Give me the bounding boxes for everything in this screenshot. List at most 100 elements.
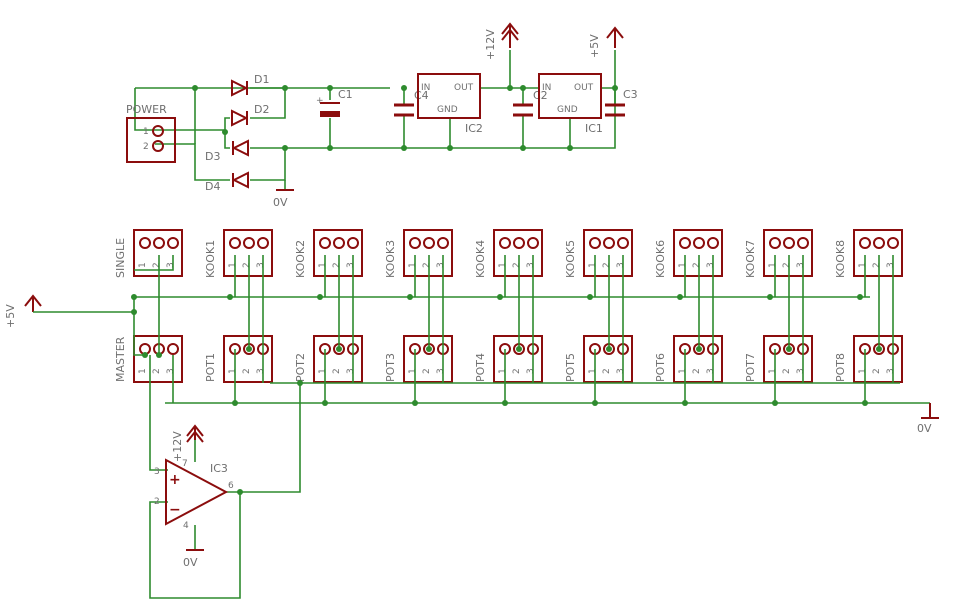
bus-junction bbox=[246, 346, 252, 352]
header-top-pin bbox=[707, 237, 719, 249]
regulator-ic1: IN OUT GND IC1 bbox=[538, 73, 603, 135]
header-top-pin bbox=[693, 237, 705, 249]
left-plus5v-label: +5V bbox=[4, 304, 17, 328]
header-top-pin-number: 3 bbox=[796, 262, 806, 268]
bus-junction bbox=[336, 346, 342, 352]
left-plus5v-arrow bbox=[24, 294, 42, 312]
header-top-pin-number: 3 bbox=[436, 262, 446, 268]
header-top-pin bbox=[859, 237, 871, 249]
bus-junction bbox=[232, 400, 238, 406]
bus-junction bbox=[497, 294, 503, 300]
opamp-plus12v-arrow: +12V bbox=[171, 424, 204, 462]
header-bottom-pin-number: 1 bbox=[858, 368, 868, 374]
opamp-plus-sign: + bbox=[169, 472, 181, 488]
header-top-pin-number: 2 bbox=[242, 262, 252, 268]
header-bottom-label: POT2 bbox=[294, 353, 307, 382]
header-bottom-pin-number: 3 bbox=[706, 368, 716, 374]
bus-junction bbox=[682, 400, 688, 406]
header-top-pin-number: 3 bbox=[886, 262, 896, 268]
header-bottom-pin-number: 1 bbox=[768, 368, 778, 374]
ic2-label: IC2 bbox=[465, 122, 483, 135]
single-pin3-wire bbox=[134, 255, 174, 271]
header-top-pin bbox=[873, 237, 885, 249]
header-bottom-label: POT8 bbox=[834, 353, 847, 382]
header-top-pin-number: 1 bbox=[858, 262, 868, 268]
header-bottom-pin-number: 1 bbox=[318, 368, 328, 374]
master-link-wire bbox=[133, 297, 145, 356]
bus-junction bbox=[696, 346, 702, 352]
diode-d4-label: D4 bbox=[205, 180, 220, 193]
header-bottom-pin-number: 2 bbox=[872, 368, 882, 374]
header-bottom-pin-number: 2 bbox=[602, 368, 612, 374]
capacitor-c1: + C1 bbox=[316, 88, 353, 117]
header-top-box bbox=[313, 229, 363, 277]
diode-d2: D2 bbox=[231, 103, 269, 127]
opamp-ground: 0V bbox=[183, 549, 204, 569]
opamp-section: + − IC3 3 2 6 7 4 +12V 0V bbox=[149, 355, 301, 599]
header-top-label: KOOK1 bbox=[204, 240, 217, 278]
header-top-label: KOOK3 bbox=[384, 240, 397, 278]
header-top-pin-number: 3 bbox=[616, 262, 626, 268]
header-bottom-pin-number: 3 bbox=[166, 368, 176, 374]
header-bottom-label: POT1 bbox=[204, 353, 217, 382]
header-bottom-box bbox=[313, 335, 363, 383]
ic1-in-label: IN bbox=[542, 83, 551, 93]
diode-d3: D3 bbox=[205, 139, 249, 163]
header-top-label: KOOK2 bbox=[294, 240, 307, 278]
bus-junction bbox=[876, 346, 882, 352]
header-top-pin bbox=[243, 237, 255, 249]
header-bottom-pin-number: 2 bbox=[332, 368, 342, 374]
bus-junction bbox=[317, 294, 323, 300]
header-top-label: KOOK7 bbox=[744, 240, 757, 278]
ground-symbol-power: 0V bbox=[273, 189, 294, 209]
header-top-box bbox=[853, 229, 903, 277]
header-bottom-label: POT3 bbox=[384, 353, 397, 382]
opamp-pin2: 2 bbox=[154, 497, 160, 507]
bus-junction bbox=[407, 294, 413, 300]
ic1-gnd-label: GND bbox=[557, 105, 578, 115]
diode-d1: D1 bbox=[231, 73, 269, 97]
ic2-out-label: OUT bbox=[454, 83, 474, 93]
bus-junction bbox=[131, 309, 137, 315]
plus5v-supply-arrow: +5V bbox=[588, 26, 624, 58]
header-bottom-label: POT7 bbox=[744, 353, 757, 382]
header-bottom-label: MASTER bbox=[114, 336, 127, 382]
header-top-pin bbox=[513, 237, 525, 249]
bus-junction bbox=[131, 294, 137, 300]
ic2-in-label: IN bbox=[421, 83, 430, 93]
header-top-pin-number: 1 bbox=[138, 262, 148, 268]
header-top-pin-number: 1 bbox=[588, 262, 598, 268]
opamp-minus-sign: − bbox=[169, 502, 181, 518]
header-top-pin-number: 1 bbox=[768, 262, 778, 268]
header-top-pin-number: 2 bbox=[692, 262, 702, 268]
header-top-pin bbox=[603, 237, 615, 249]
header-top-pin-number: 2 bbox=[782, 262, 792, 268]
regulator-ic2: IN OUT GND IC2 bbox=[417, 73, 483, 135]
header-top-pin-number: 1 bbox=[408, 262, 418, 268]
header-top-pin bbox=[257, 237, 269, 249]
header-top-pin-number: 1 bbox=[678, 262, 688, 268]
header-top-pin-number: 1 bbox=[318, 262, 328, 268]
header-bottom-box bbox=[763, 335, 813, 383]
header-top-label: KOOK4 bbox=[474, 240, 487, 278]
header-bottom-box bbox=[583, 335, 633, 383]
header-top-pin bbox=[769, 237, 781, 249]
opamp-label: IC3 bbox=[210, 462, 228, 475]
header-bottom-pin-number: 3 bbox=[886, 368, 896, 374]
header-bottom-pin-number: 2 bbox=[152, 368, 162, 374]
bus-junction bbox=[502, 400, 508, 406]
header-top-pin-number: 3 bbox=[526, 262, 536, 268]
ic1-label: IC1 bbox=[585, 122, 603, 135]
header-bottom-pin-number: 1 bbox=[408, 368, 418, 374]
capacitor-c3: C3 bbox=[605, 88, 638, 117]
diode-d2-label: D2 bbox=[254, 103, 269, 116]
bus-junction bbox=[426, 346, 432, 352]
bus-gnd-label: 0V bbox=[917, 422, 932, 435]
header-bottom-pin-number: 2 bbox=[422, 368, 432, 374]
bus-junction bbox=[156, 352, 162, 358]
header-bottom-box bbox=[223, 335, 273, 383]
header-top-pin bbox=[437, 237, 449, 249]
header-bottom-box bbox=[403, 335, 453, 383]
